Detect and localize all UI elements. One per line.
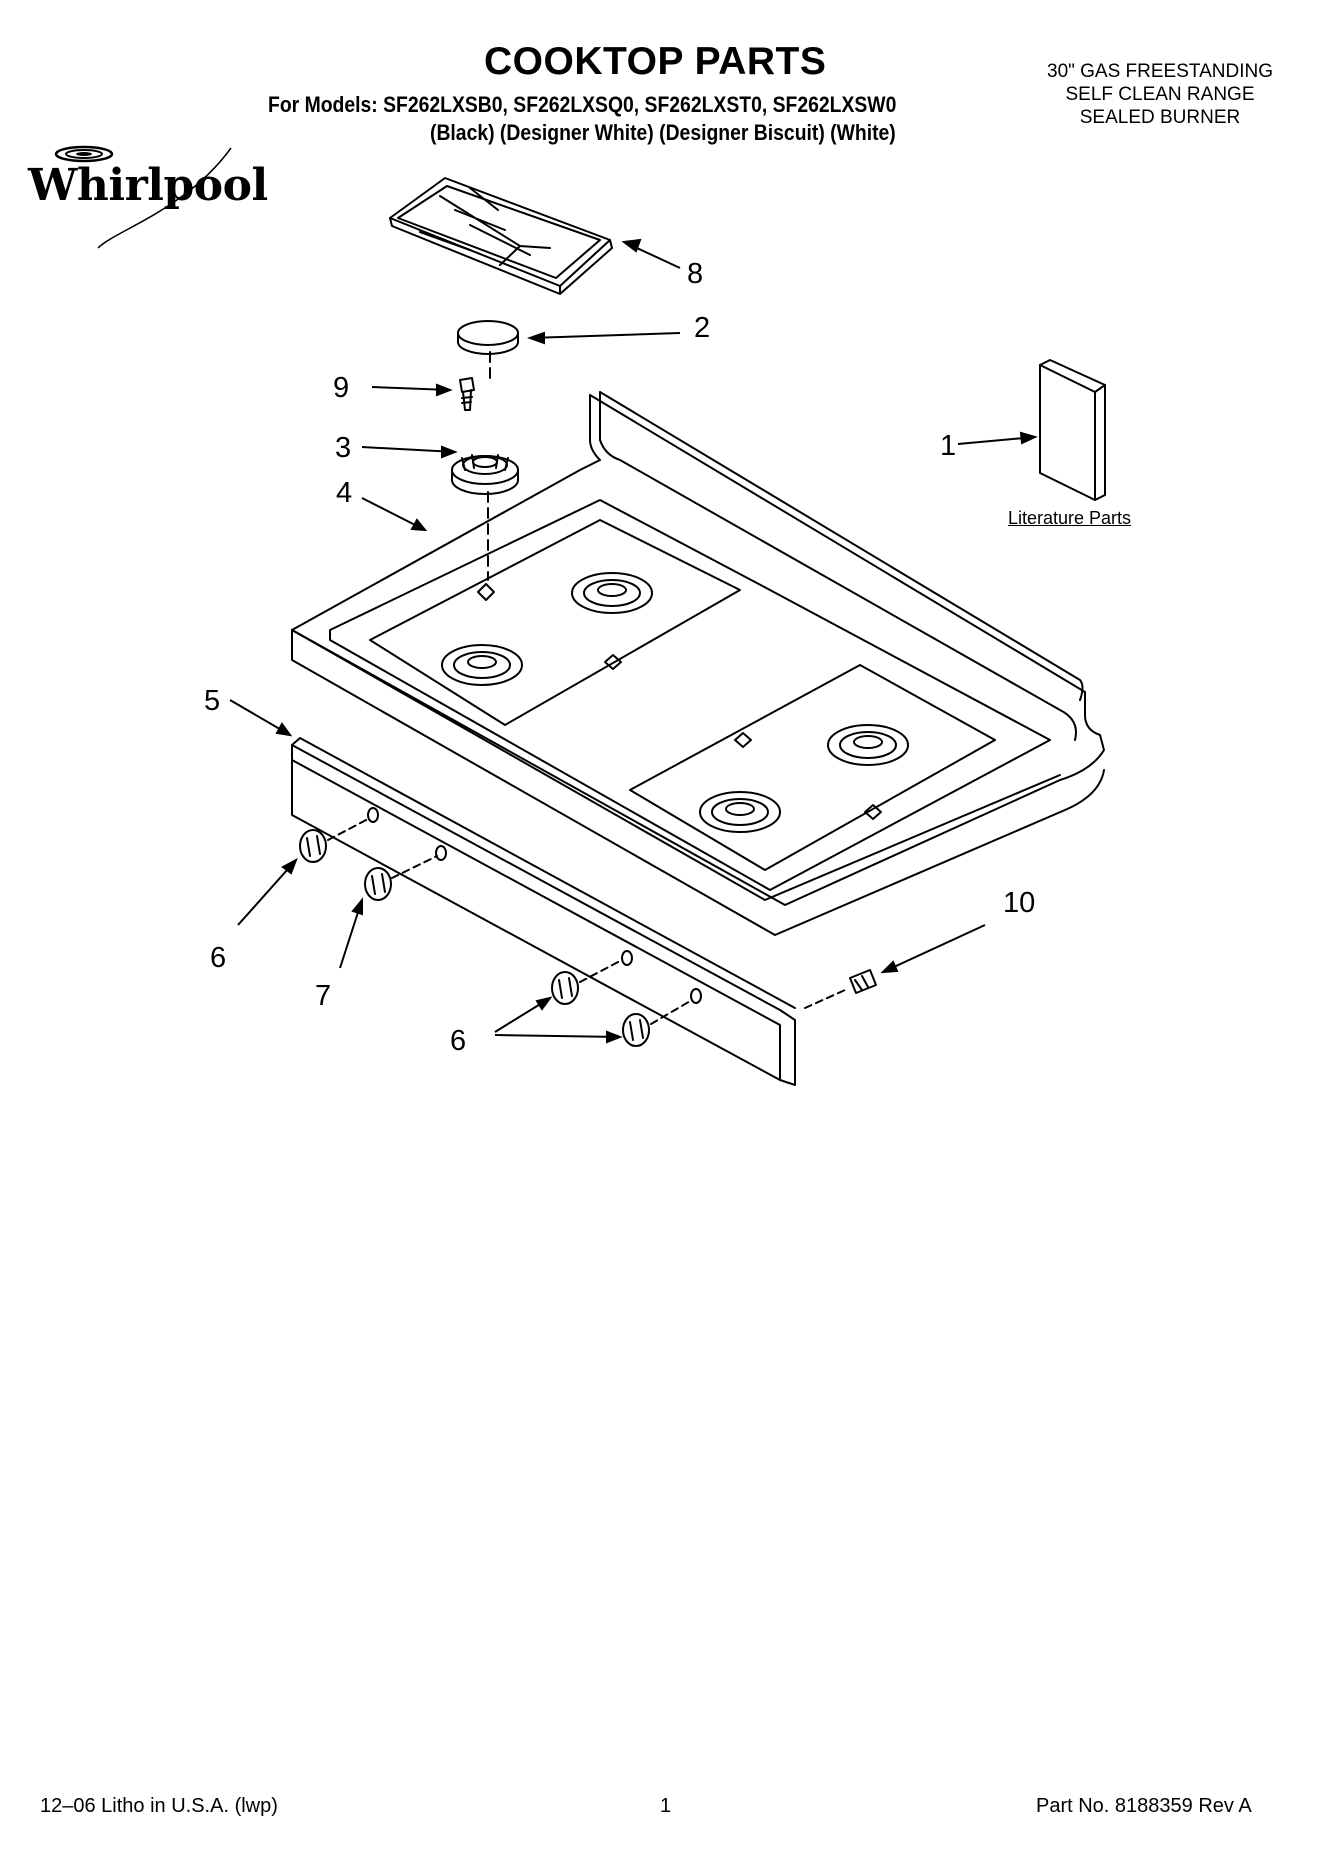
literature-parts-label: Literature Parts bbox=[1008, 508, 1132, 528]
burner-base bbox=[451, 454, 519, 495]
whirlpool-logo: Whirlpool bbox=[28, 160, 268, 211]
callout-1: 1 bbox=[940, 430, 957, 462]
models-line: For Models: SF262LXSB0, SF262LXSQ0, SF26… bbox=[268, 92, 897, 117]
control-knobs bbox=[299, 817, 693, 1047]
callout-6-left: 6 bbox=[210, 942, 227, 974]
whirlpool-logo-swirl-icon bbox=[54, 145, 232, 249]
callout-9: 9 bbox=[333, 372, 350, 404]
screw-9 bbox=[459, 377, 475, 411]
callout-3: 3 bbox=[335, 432, 352, 464]
footer-part-number: Part No. 8188359 Rev A bbox=[1036, 1795, 1252, 1817]
cooktop-surface bbox=[291, 391, 1105, 936]
footer-litho: 12–06 Litho in U.S.A. (lwp) bbox=[40, 1795, 278, 1817]
colors-line: (Black) (Designer White) (Designer Biscu… bbox=[430, 120, 896, 145]
product-line-2: SELF CLEAN RANGE bbox=[1065, 84, 1255, 105]
literature-parts-box bbox=[1039, 359, 1106, 501]
manifold-panel bbox=[291, 737, 796, 1086]
callout-6-bottom: 6 bbox=[450, 1025, 467, 1057]
callout-5: 5 bbox=[204, 685, 221, 717]
callout-4: 4 bbox=[336, 477, 353, 509]
product-description: 30" GAS FREESTANDING SELF CLEAN RANGE SE… bbox=[1015, 60, 1305, 129]
burner-cap bbox=[457, 320, 519, 355]
burner-grate bbox=[389, 177, 613, 295]
callout-10: 10 bbox=[1003, 887, 1036, 919]
screw-10 bbox=[804, 969, 877, 1009]
callout-2: 2 bbox=[694, 312, 711, 344]
page-title: COOKTOP PARTS bbox=[484, 40, 827, 83]
callout-8: 8 bbox=[687, 258, 704, 290]
callout-7: 7 bbox=[315, 980, 332, 1012]
product-line-3: SEALED BURNER bbox=[1079, 107, 1241, 128]
footer-page-number: 1 bbox=[660, 1795, 672, 1817]
product-line-1: 30" GAS FREESTANDING bbox=[1047, 61, 1273, 82]
